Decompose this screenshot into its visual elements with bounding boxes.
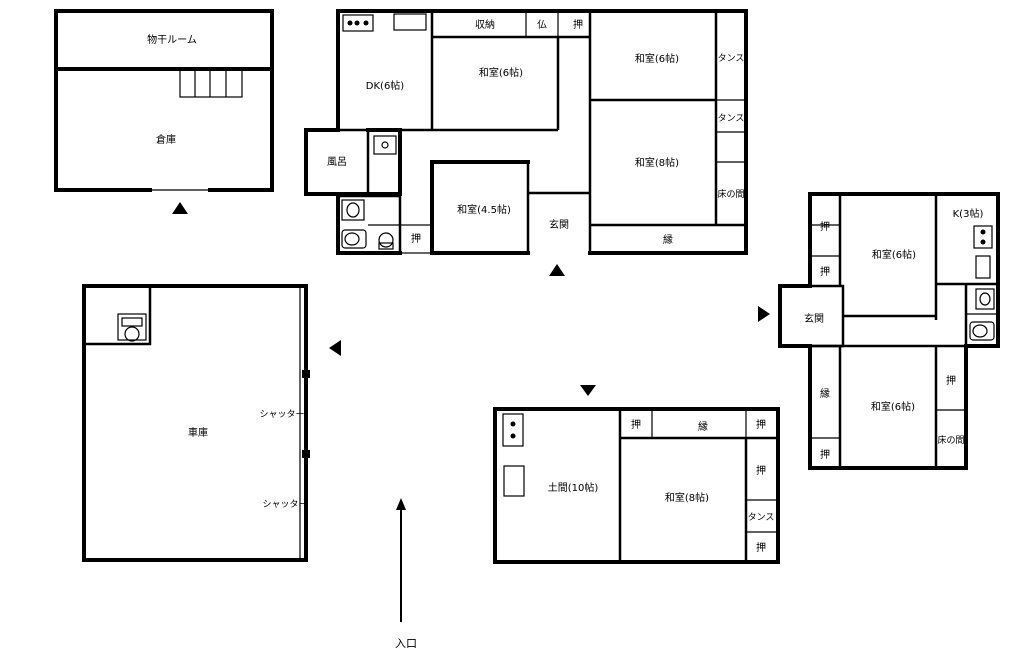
arrow-right-icon: [758, 306, 770, 322]
doma-label: 土間(10帖): [548, 481, 599, 494]
warehouse-building: 物干ルーム 倉庫: [54, 9, 274, 214]
arrow-down-icon: [580, 385, 596, 396]
closet-1-label: 押: [820, 220, 830, 233]
garage-building: 車庫 シャッター シャッター: [82, 284, 341, 562]
drying-room-label: 物干ルーム: [147, 33, 197, 46]
kitchen-label: K(3帖): [953, 207, 984, 220]
closet-1-label: 押: [631, 418, 641, 431]
site-entrance: 入口: [395, 498, 417, 650]
entrance-label: 玄関: [549, 218, 569, 231]
right-annex-building: 押 押 和室(6帖) K(3帖) 玄関 縁 和室(6帖) 押 床の間 押: [758, 192, 1000, 470]
wash-sink-icon: [975, 288, 995, 310]
entrance-label: 入口: [395, 637, 417, 650]
wash-sink-icon: [341, 199, 365, 221]
entrance-label: 玄関: [804, 312, 824, 325]
tansu-b-label: タンス: [718, 113, 745, 124]
washitsu-6-bottom-label: 和室(6帖): [871, 400, 915, 413]
closet-2-label: 押: [820, 265, 830, 278]
toilet-icon: [341, 229, 367, 249]
washitsu-4-5-label: 和室(4.5帖): [457, 203, 511, 216]
bottom-annex-building: 土間(10帖) 押 縁 押 和室(8帖) 押 タンス 押: [493, 385, 780, 564]
washitsu-6-top-label: 和室(6帖): [872, 248, 916, 261]
main-house-building: DK(6帖) 収納 仏 押 和室(6帖) 和室(6帖) タンス タンス 和室(8…: [304, 9, 748, 276]
sink-icon: [975, 255, 991, 279]
sink-icon: [393, 13, 427, 31]
arrow-left-icon: [329, 340, 341, 356]
closet-3-label: 押: [946, 374, 956, 387]
toilet-icon: [117, 313, 147, 342]
engawa-label: 縁: [698, 420, 708, 433]
closet-4-label: 押: [756, 541, 766, 554]
stove-icon: [342, 14, 374, 32]
toilet-icon: [969, 321, 995, 341]
storage-closet-label: 収納: [475, 18, 495, 31]
washitsu-6-a-label: 和室(6帖): [479, 66, 523, 79]
toilet-icon: [378, 232, 394, 250]
sink-icon: [503, 465, 525, 497]
engawa-label: 縁: [663, 233, 673, 246]
arrow-up-icon: [549, 264, 565, 276]
shutter-2-label: シャッター: [262, 499, 307, 510]
closet-4-label: 押: [820, 448, 830, 461]
closet-a-label: 押: [573, 18, 583, 31]
closet-b-label: 押: [411, 232, 421, 245]
stove-icon: [502, 413, 524, 447]
engawa-label: 縁: [820, 387, 830, 400]
washitsu-8-label: 和室(8帖): [665, 491, 709, 504]
closet-3-label: 押: [756, 464, 766, 477]
tansu-label: タンス: [748, 512, 775, 523]
tokonoma-label: 床の間: [937, 434, 964, 446]
washbasin-icon: [373, 135, 397, 155]
arrow-up-icon: [172, 202, 188, 214]
closet-2-label: 押: [756, 418, 766, 431]
washitsu-6-b-label: 和室(6帖): [635, 52, 679, 65]
stove-icon: [973, 225, 993, 249]
tokonoma-label: 床の間: [717, 188, 744, 200]
stairs: [179, 68, 243, 98]
storage-label: 倉庫: [156, 133, 176, 146]
shutter-1-label: シャッター: [259, 409, 304, 420]
bath-label: 風呂: [327, 156, 347, 168]
washitsu-8-label: 和室(8帖): [635, 156, 679, 169]
garage-label: 車庫: [188, 426, 208, 439]
dk-label: DK(6帖): [366, 79, 405, 92]
altar-label: 仏: [537, 19, 547, 31]
tansu-a-label: タンス: [718, 53, 745, 64]
